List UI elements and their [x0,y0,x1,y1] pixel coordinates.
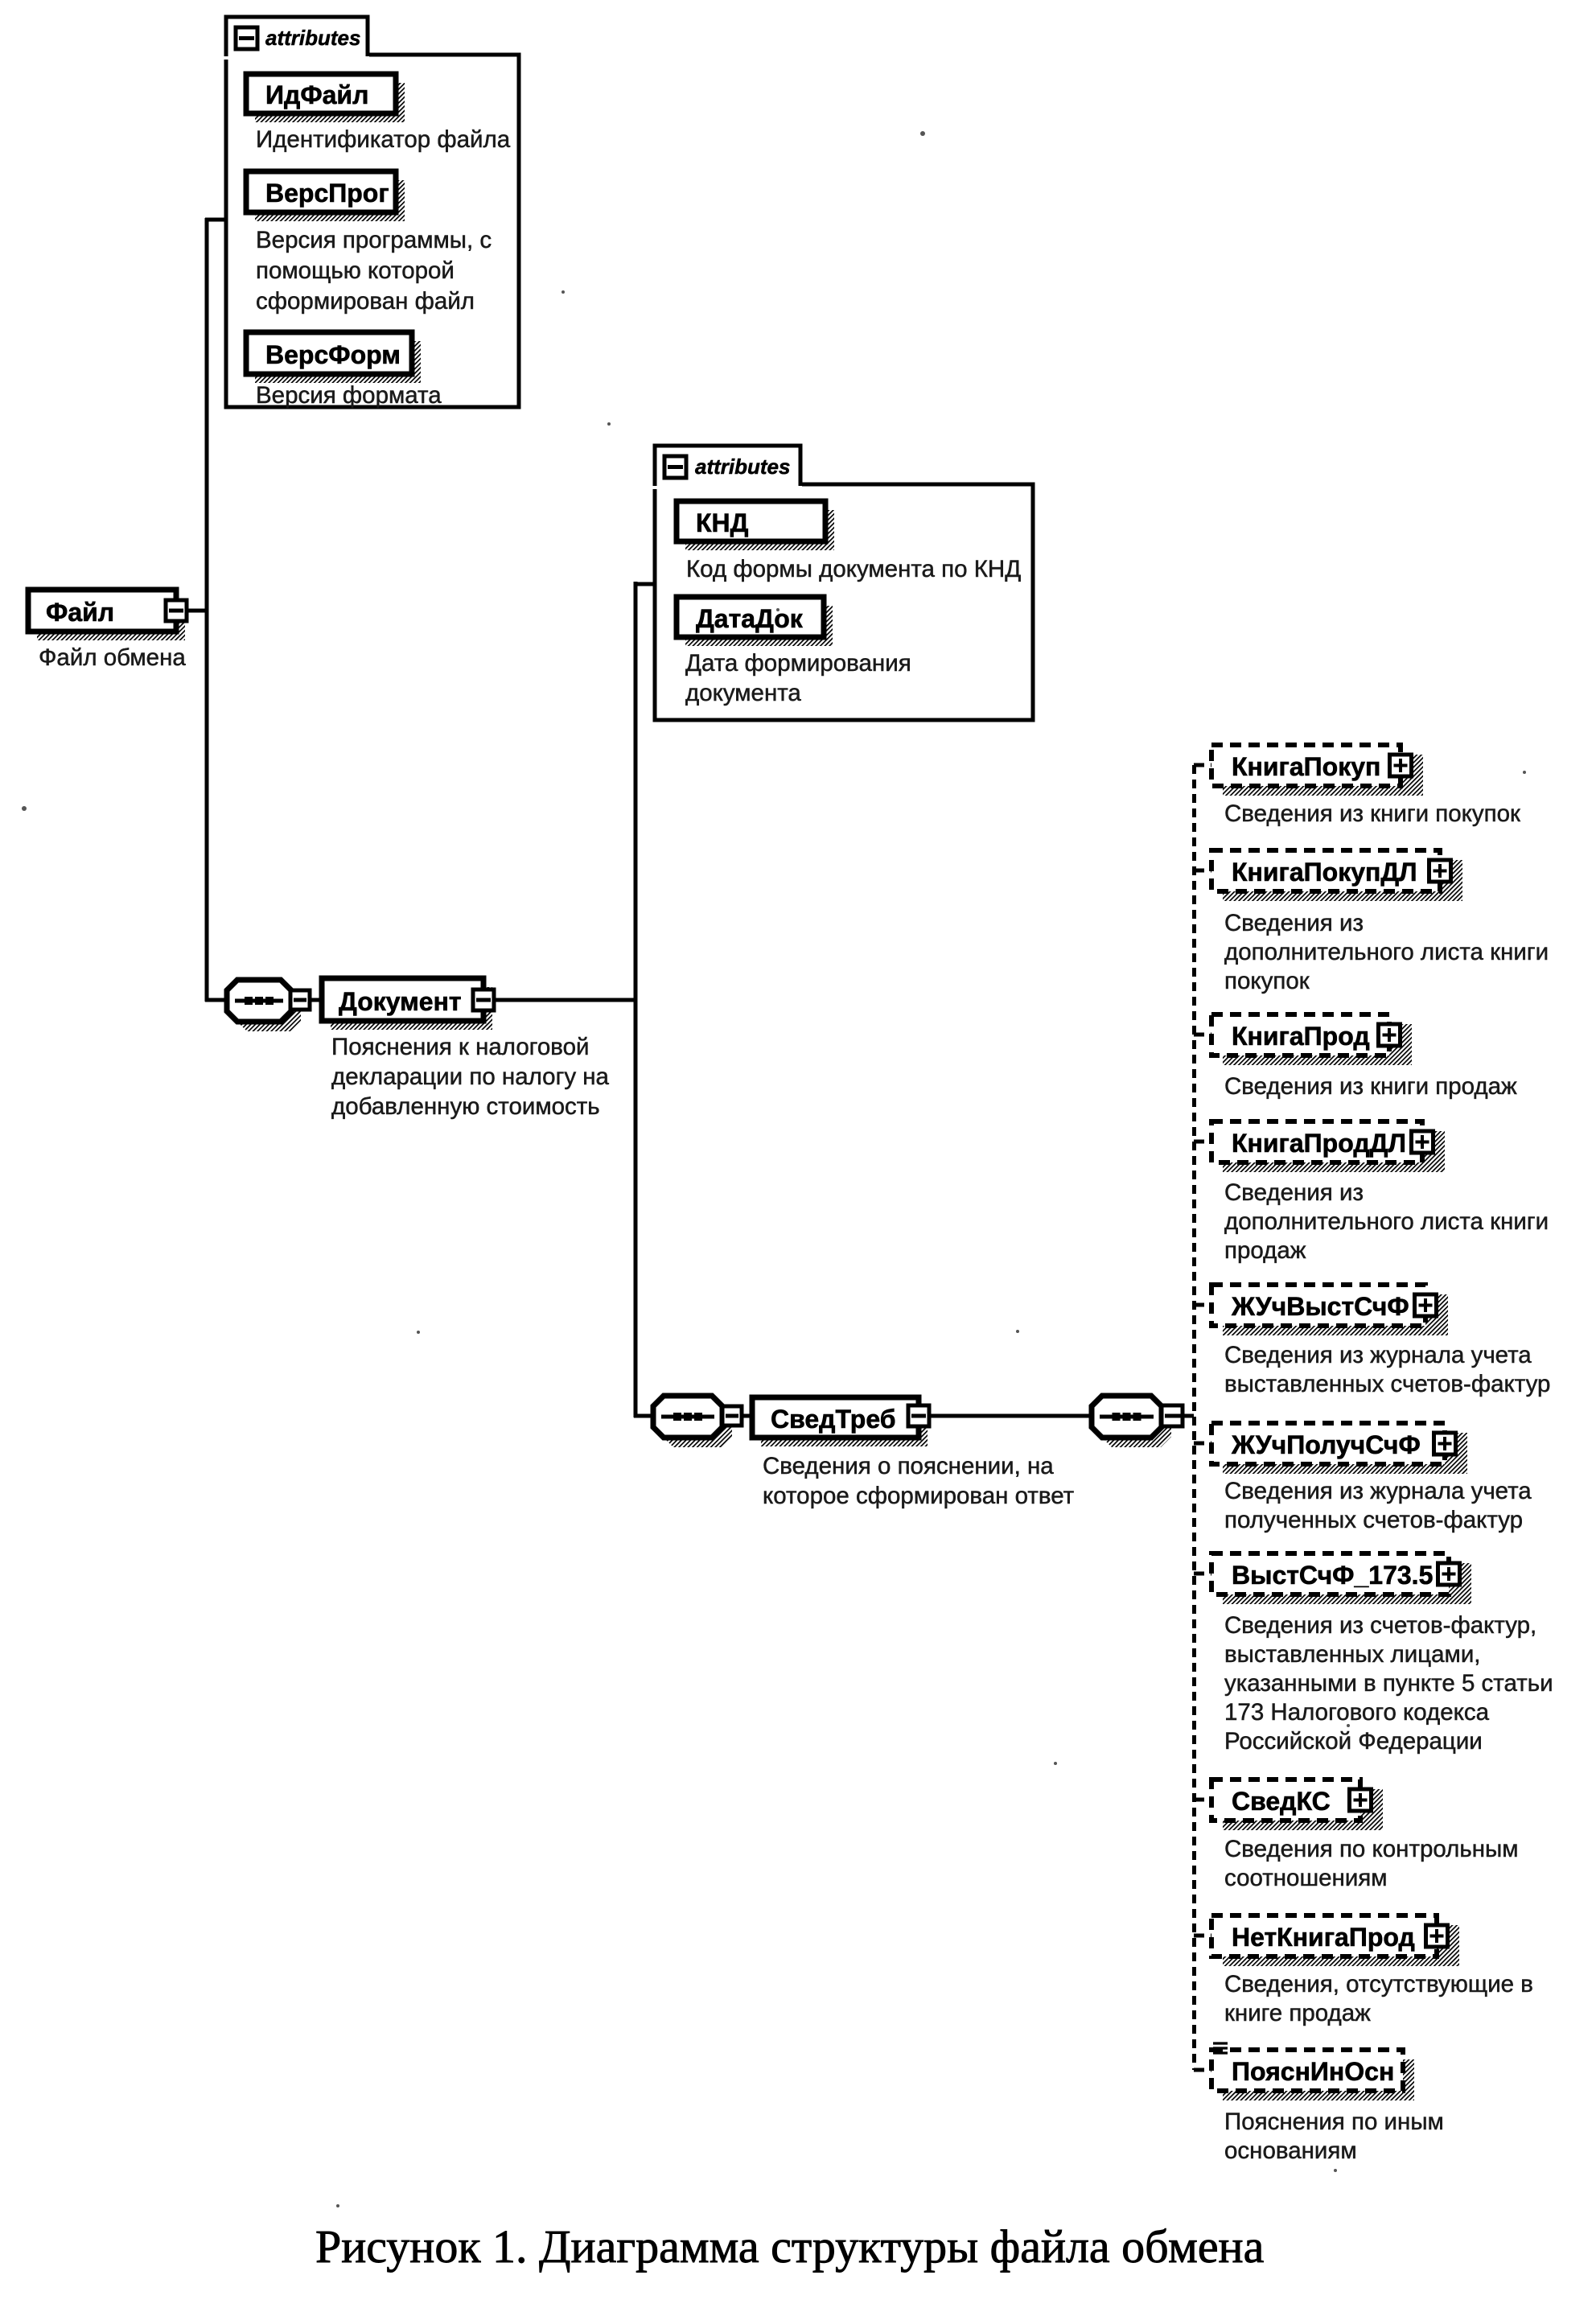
svg-text:Сведения из: Сведения из [1224,1179,1364,1206]
svg-text:Рисунок 1. Диаграмма структуры: Рисунок 1. Диаграмма структуры файла обм… [315,2220,1264,2273]
svg-text:КНД: КНД [696,508,749,537]
svg-text:Пояснения по иным: Пояснения по иным [1224,2109,1444,2135]
svg-text:Сведения из журнала учета: Сведения из журнала учета [1224,1478,1532,1504]
svg-text:Дата формирования: Дата формирования [685,650,911,677]
svg-text:декларации по налогу на: декларации по налогу на [331,1064,610,1090]
svg-text:полученных счетов-фактур: полученных счетов-фактур [1224,1507,1523,1533]
svg-text:Сведения из счетов-фактур,: Сведения из счетов-фактур, [1224,1612,1536,1639]
svg-text:Версия формата: Версия формата [256,382,442,409]
svg-text:Сведения из книги покупок: Сведения из книги покупок [1224,800,1521,827]
svg-text:дополнительного листа книги: дополнительного листа книги [1224,939,1549,965]
svg-text:Файл: Файл [46,598,114,627]
svg-text:Версия программы, с: Версия программы, с [256,227,492,253]
svg-text:КнигаПрод: КнигаПрод [1232,1022,1370,1051]
svg-text:ВерсФорм: ВерсФорм [265,340,401,369]
svg-text:173 Налогового кодекса: 173 Налогового кодекса [1224,1699,1490,1726]
svg-text:добавленную стоимость: добавленную стоимость [331,1093,600,1120]
svg-text:Российской Федерации: Российской Федерации [1224,1728,1483,1755]
svg-text:Сведения из книги продаж: Сведения из книги продаж [1224,1073,1517,1100]
svg-text:Сведения по контрольным: Сведения по контрольным [1224,1836,1519,1862]
svg-text:ЖУчВыстСчФ: ЖУчВыстСчФ [1231,1292,1409,1321]
svg-text:продаж: продаж [1224,1237,1306,1264]
svg-text:Идентификатор файла: Идентификатор файла [256,126,511,153]
svg-text:Сведения о пояснении, на: Сведения о пояснении, на [763,1453,1054,1479]
svg-text:выставленных лицами,: выставленных лицами, [1224,1641,1481,1668]
svg-text:КнигаПродДЛ: КнигаПродДЛ [1232,1129,1406,1158]
svg-text:ДатаДок: ДатаДок [696,604,804,633]
svg-text:книге продаж: книге продаж [1224,2000,1371,2026]
svg-text:НетКнигаПрод: НетКнигаПрод [1232,1923,1415,1952]
svg-text:ЖУчПолучСчФ: ЖУчПолучСчФ [1231,1430,1421,1459]
svg-text:основаниям: основаниям [1224,2137,1357,2164]
svg-text:Пояснения к налоговой: Пояснения к налоговой [331,1034,589,1060]
svg-text:покупок: покупок [1224,968,1310,994]
svg-text:помощью которой: помощью которой [256,257,455,284]
svg-text:которое сформирован ответ: которое сформирован ответ [763,1483,1074,1509]
svg-text:ВерсПрог: ВерсПрог [265,179,389,208]
svg-text:Сведения, отсутствующие в: Сведения, отсутствующие в [1224,1971,1533,1997]
svg-text:КнигаПокуп: КнигаПокуп [1232,752,1380,781]
svg-text:сформирован файл: сформирован файл [256,288,475,315]
svg-text:attributes: attributes [265,26,360,50]
svg-text:Документ: Документ [339,987,462,1016]
svg-text:дополнительного листа книги: дополнительного листа книги [1224,1208,1549,1235]
svg-text:указанными в пункте 5 статьи: указанными в пункте 5 статьи [1224,1670,1553,1697]
svg-text:документа: документа [685,680,801,706]
svg-text:Код формы документа по КНД: Код формы документа по КНД [686,556,1021,582]
svg-text:ИдФайл: ИдФайл [265,80,368,109]
svg-text:СведТреб: СведТреб [771,1405,895,1434]
svg-text:Файл обмена: Файл обмена [39,644,186,671]
svg-text:СведКС: СведКС [1232,1787,1331,1816]
svg-text:ПояснИнОсн: ПояснИнОсн [1232,2057,1394,2086]
svg-text:Сведения из: Сведения из [1224,910,1364,936]
svg-text:КнигаПокупДЛ: КнигаПокупДЛ [1232,858,1417,887]
svg-text:attributes: attributes [695,455,790,479]
svg-text:Сведения из журнала учета: Сведения из журнала учета [1224,1342,1532,1368]
svg-text:ВыстСчФ_173.5: ВыстСчФ_173.5 [1232,1561,1433,1590]
svg-text:соотношениям: соотношениям [1224,1865,1388,1891]
svg-text:выставленных счетов-фактур: выставленных счетов-фактур [1224,1371,1550,1397]
